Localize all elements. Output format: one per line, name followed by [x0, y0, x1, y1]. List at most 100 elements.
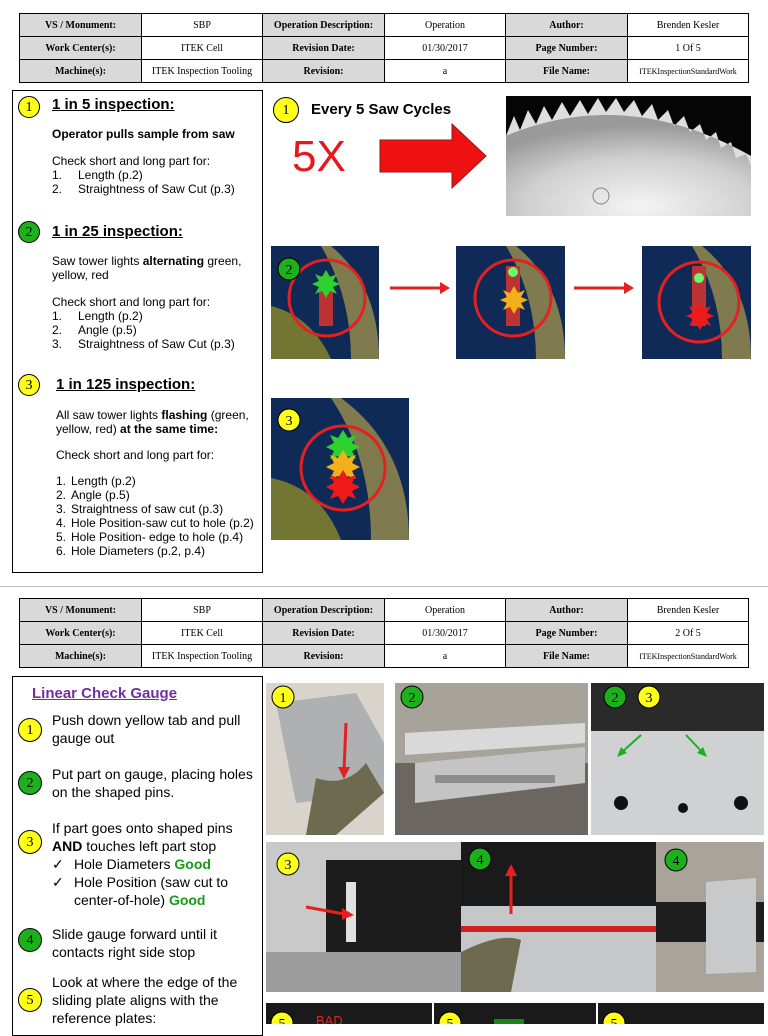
gauge-pull-icon: 1 [266, 683, 384, 835]
step-4-text: Slide gauge forward until it contacts ri… [52, 926, 217, 960]
five-x-label: 5X [292, 132, 346, 181]
tower-light-photo-red [642, 246, 751, 359]
list-item: 3.Straightness of saw cut (p.3) [56, 502, 224, 516]
tower-light-photo-yellow [456, 246, 565, 359]
op-value: Operation [384, 13, 506, 37]
machine-label: Machine(s): [19, 644, 142, 668]
section-1-heading: 1 in 5 inspection: [52, 96, 175, 113]
check-hole-diameters: ✓Hole Diameters Good [52, 856, 211, 872]
check-icon: ✓ [52, 856, 64, 872]
saw-blade-icon [506, 98, 751, 216]
bad-label: BAD [316, 1013, 343, 1024]
section-2-list: 1.Length (p.2) 2.Angle (p.5) 3.Straightn… [52, 309, 257, 351]
op-value: Operation [384, 598, 506, 622]
rev-date-label: Revision Date: [262, 621, 385, 645]
vs-value: SBP [141, 13, 263, 37]
file-value: ITEKInspectionStandardWork [627, 59, 749, 83]
step-2-text: Put part on gauge, placing holes on the … [52, 766, 253, 800]
machine-label: Machine(s): [19, 59, 142, 83]
photo-badge: 4 [477, 853, 484, 868]
gauge-photo-third: 5 [598, 1003, 764, 1024]
gauge-pins-icon: 2 3 [591, 683, 764, 835]
gauge-stop-icon: 3 [266, 842, 461, 992]
photo-badge: 5 [279, 1017, 286, 1024]
photo-badge: 1 [280, 691, 287, 706]
wc-label: Work Center(s): [19, 36, 142, 60]
op-label: Operation Description: [262, 13, 385, 37]
author-label: Author: [505, 598, 628, 622]
list-item: 1.Length (p.2) [56, 474, 136, 488]
list-item: 2.Angle (p.5) [52, 323, 137, 337]
section-3-intro: Check short and long part for: [56, 448, 215, 462]
gauge-slide-icon: 4 [461, 842, 656, 992]
right-step-1-badge: 1 [273, 97, 299, 123]
list-item: 3.Straightness of Saw Cut (p.3) [52, 337, 235, 351]
tower-light-all-icon: 3 [271, 398, 409, 540]
list-item: 5.Hole Position- edge to hole (p.4) [56, 530, 244, 544]
gauge-photo-pull: 1 [266, 683, 384, 835]
tower-light-photo-green: 2 [271, 246, 379, 359]
page-label: Page Number: [505, 621, 628, 645]
list-item: 2.Straightness of Saw Cut (p.3) [52, 182, 235, 196]
file-label: File Name: [505, 644, 628, 668]
section-2-heading: 1 in 25 inspection: [52, 223, 183, 240]
section-2-intro: Check short and long part for: [52, 295, 211, 309]
list-item: 1.Length (p.2) [52, 168, 143, 182]
step-3-text: If part goes onto shaped pins AND touche… [52, 820, 233, 854]
file-value: ITEKInspectionStandardWork [627, 644, 749, 668]
photo-badge: 5 [611, 1017, 618, 1024]
gauge-good-icon: 5 [438, 1011, 524, 1024]
gauge-photo-stop: 3 [266, 842, 461, 992]
page1-instructions-box [12, 90, 263, 573]
rev-label: Revision: [262, 59, 385, 83]
page-value: 2 Of 5 [627, 621, 749, 645]
gauge-bad-icon: 5 BAD [270, 1011, 343, 1024]
gauge-photo-right-stop: 4 [656, 842, 764, 992]
tower-light-red-icon [657, 246, 751, 359]
gauge-third-icon: 5 [602, 1011, 626, 1024]
check-icon: ✓ [52, 874, 64, 890]
section-1-list: 1.Length (p.2) 2.Straightness of Saw Cut… [52, 168, 257, 196]
every-5-cycles-label: Every 5 Saw Cycles [311, 101, 452, 118]
big-red-arrow-icon [379, 122, 487, 190]
step-4-badge: 4 [18, 928, 42, 952]
section-1-bold-line: Operator pulls sample from saw [52, 127, 235, 141]
section-3-list: 1.Length (p.2) 2.Angle (p.5) 3.Straightn… [56, 474, 261, 558]
author-value: Brenden Kesler [627, 13, 749, 37]
machine-value: ITEK Inspection Tooling [141, 644, 263, 668]
file-label: File Name: [505, 59, 628, 83]
step-3-badge: 3 [18, 830, 42, 854]
step-5-badge: 5 [18, 988, 42, 1012]
step-1-text: Push down yellow tab and pull gauge out [52, 712, 241, 746]
step-1-badge: 1 [18, 96, 40, 118]
author-label: Author: [505, 13, 628, 37]
photo-badge: 3 [646, 691, 653, 706]
list-item: 4.Hole Position-saw cut to hole (p.2) [56, 516, 254, 530]
photo-badge-2: 2 [286, 263, 293, 278]
machine-value: ITEK Inspection Tooling [141, 59, 263, 83]
photo-badge: 5 [447, 1017, 454, 1024]
page-value: 1 Of 5 [627, 36, 749, 60]
gauge-photo-slide: 4 [461, 842, 656, 992]
page1-header-table: VS / Monument: SBP Operation Description… [19, 13, 749, 83]
gauge-part-icon: 2 [395, 683, 588, 835]
gauge-photo-pins: 2 3 [591, 683, 764, 835]
saw-blade-photo [506, 96, 751, 216]
step-1-badge: 1 [18, 718, 42, 742]
gauge-photo-bad: 5 BAD [266, 1003, 432, 1024]
gauge-right-stop-icon: 4 [656, 842, 764, 992]
rev-date-value: 01/30/2017 [384, 621, 506, 645]
section-3-heading: 1 in 125 inspection: [56, 376, 196, 393]
page2-header-table: VS / Monument: SBP Operation Description… [19, 598, 749, 668]
gauge-title: Linear Check Gauge [32, 685, 178, 702]
rev-value: a [384, 644, 506, 668]
photo-badge: 4 [673, 854, 680, 869]
step-3-badge: 3 [18, 374, 40, 396]
step-2-badge: 2 [18, 771, 42, 795]
step-2-badge: 2 [18, 221, 40, 243]
photo-badge: 2 [612, 691, 619, 706]
rev-date-value: 01/30/2017 [384, 36, 506, 60]
vs-value: SBP [141, 598, 263, 622]
vs-label: VS / Monument: [19, 13, 142, 37]
photo-badge-3: 3 [286, 414, 293, 429]
